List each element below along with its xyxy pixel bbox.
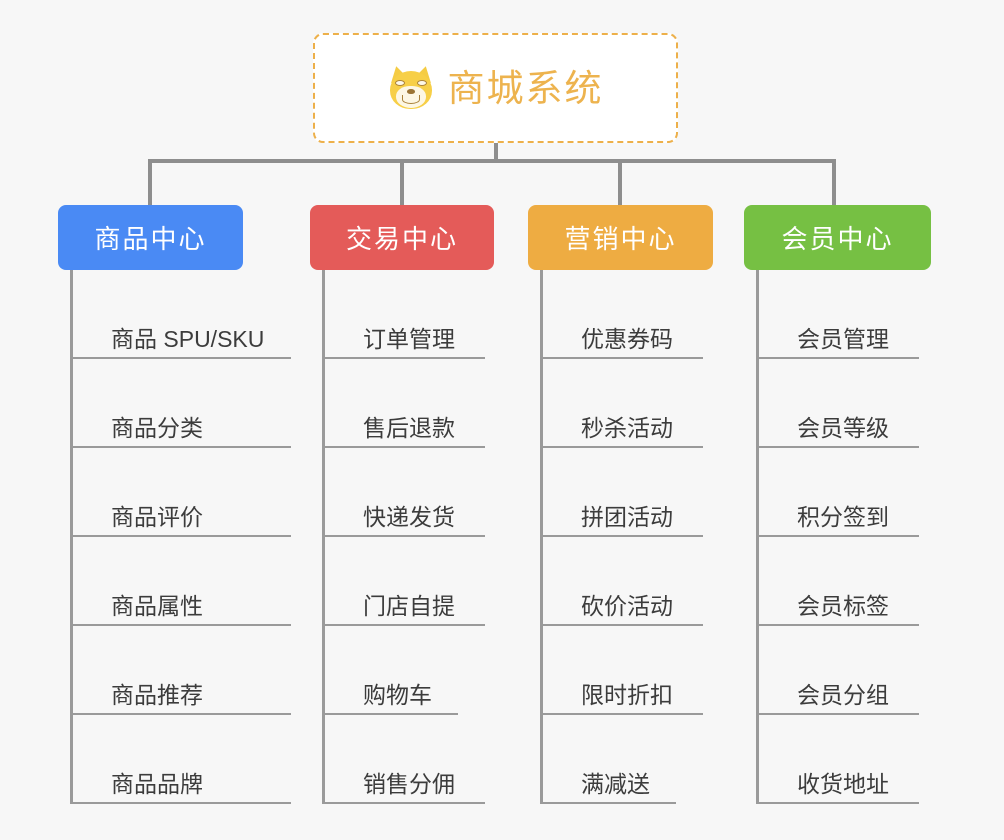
leaf-label: 快递发货 xyxy=(363,503,455,530)
leaf-label: 商品推荐 xyxy=(111,681,203,708)
list-item[interactable]: 会员管理 xyxy=(759,270,919,359)
category-box-marketing[interactable]: 营销中心 xyxy=(528,205,713,270)
branch-column-trade: 交易中心 订单管理 售后退款 快递发货 门店自提 购物车 销售分佣 xyxy=(310,205,510,804)
connector-horizontal-bus xyxy=(148,159,836,163)
list-item[interactable]: 秒杀活动 xyxy=(543,359,703,448)
root-node-mall-system[interactable]: 商城系统 xyxy=(313,33,678,143)
list-item[interactable]: 积分签到 xyxy=(759,448,919,537)
category-box-product[interactable]: 商品中心 xyxy=(58,205,243,270)
connector-drop-营销中心 xyxy=(618,159,622,205)
leaf-label: 购物车 xyxy=(363,681,432,708)
leaf-label: 会员标签 xyxy=(797,592,889,619)
leaf-label: 优惠券码 xyxy=(581,325,673,352)
leaf-label: 砍价活动 xyxy=(581,592,673,619)
list-item[interactable]: 会员分组 xyxy=(759,626,919,715)
leaf-list-marketing: 优惠券码 秒杀活动 拼团活动 砍价活动 限时折扣 满减送 xyxy=(540,270,728,804)
list-item[interactable]: 会员等级 xyxy=(759,359,919,448)
leaf-label: 商品 SPU/SKU xyxy=(111,325,265,352)
list-item[interactable]: 商品分类 xyxy=(73,359,291,448)
leaf-label: 满减送 xyxy=(581,770,650,797)
list-item[interactable]: 优惠券码 xyxy=(543,270,703,359)
leaf-label: 商品属性 xyxy=(111,592,203,619)
leaf-label: 拼团活动 xyxy=(581,503,673,530)
list-item[interactable]: 商品评价 xyxy=(73,448,291,537)
leaf-label: 销售分佣 xyxy=(363,770,455,797)
leaf-label: 商品品牌 xyxy=(111,770,203,797)
leaf-list-member: 会员管理 会员等级 积分签到 会员标签 会员分组 收货地址 xyxy=(756,270,944,804)
list-item[interactable]: 购物车 xyxy=(325,626,458,715)
list-item[interactable]: 收货地址 xyxy=(759,715,919,804)
root-node-title: 商城系统 xyxy=(447,67,604,109)
branch-column-marketing: 营销中心 优惠券码 秒杀活动 拼团活动 砍价活动 限时折扣 满减送 xyxy=(528,205,728,804)
connector-drop-会员中心 xyxy=(832,159,836,205)
leaf-list-trade: 订单管理 售后退款 快递发货 门店自提 购物车 销售分佣 xyxy=(322,270,510,804)
leaf-label: 门店自提 xyxy=(363,592,455,619)
shiba-dog-face-icon xyxy=(386,64,435,110)
leaf-label: 售后退款 xyxy=(363,414,455,441)
category-label: 商品中心 xyxy=(94,224,207,254)
list-item[interactable]: 商品品牌 xyxy=(73,715,291,804)
list-item[interactable]: 砍价活动 xyxy=(543,537,703,626)
list-item[interactable]: 满减送 xyxy=(543,715,676,804)
list-item[interactable]: 商品推荐 xyxy=(73,626,291,715)
category-label: 交易中心 xyxy=(345,224,458,254)
list-item[interactable]: 商品属性 xyxy=(73,537,291,626)
list-item[interactable]: 拼团活动 xyxy=(543,448,703,537)
category-box-trade[interactable]: 交易中心 xyxy=(310,205,494,270)
list-item[interactable]: 门店自提 xyxy=(325,537,485,626)
category-label: 会员中心 xyxy=(781,224,894,254)
branch-column-product: 商品中心 商品 SPU/SKU 商品分类 商品评价 商品属性 商品推荐 商品品牌 xyxy=(58,205,291,804)
list-item[interactable]: 快递发货 xyxy=(325,448,485,537)
list-item[interactable]: 限时折扣 xyxy=(543,626,703,715)
connector-root-stem xyxy=(494,143,498,161)
connector-drop-交易中心 xyxy=(400,159,404,205)
list-item[interactable]: 销售分佣 xyxy=(325,715,485,804)
leaf-label: 收货地址 xyxy=(797,770,889,797)
leaf-label: 秒杀活动 xyxy=(581,414,673,441)
list-item[interactable]: 商品 SPU/SKU xyxy=(73,270,291,359)
leaf-label: 商品评价 xyxy=(111,503,203,530)
branch-column-member: 会员中心 会员管理 会员等级 积分签到 会员标签 会员分组 收货地址 xyxy=(744,205,944,804)
list-item[interactable]: 订单管理 xyxy=(325,270,485,359)
leaf-label: 商品分类 xyxy=(111,414,203,441)
list-item[interactable]: 会员标签 xyxy=(759,537,919,626)
leaf-label: 限时折扣 xyxy=(581,681,673,708)
list-item[interactable]: 售后退款 xyxy=(325,359,485,448)
category-box-member[interactable]: 会员中心 xyxy=(744,205,931,270)
connector-drop-商品中心 xyxy=(148,159,152,205)
leaf-list-product: 商品 SPU/SKU 商品分类 商品评价 商品属性 商品推荐 商品品牌 xyxy=(70,270,291,804)
leaf-label: 会员分组 xyxy=(797,681,889,708)
leaf-label: 会员管理 xyxy=(797,325,889,352)
category-label: 营销中心 xyxy=(564,224,677,254)
leaf-label: 订单管理 xyxy=(363,325,455,352)
leaf-label: 积分签到 xyxy=(797,503,889,530)
leaf-label: 会员等级 xyxy=(797,414,889,441)
